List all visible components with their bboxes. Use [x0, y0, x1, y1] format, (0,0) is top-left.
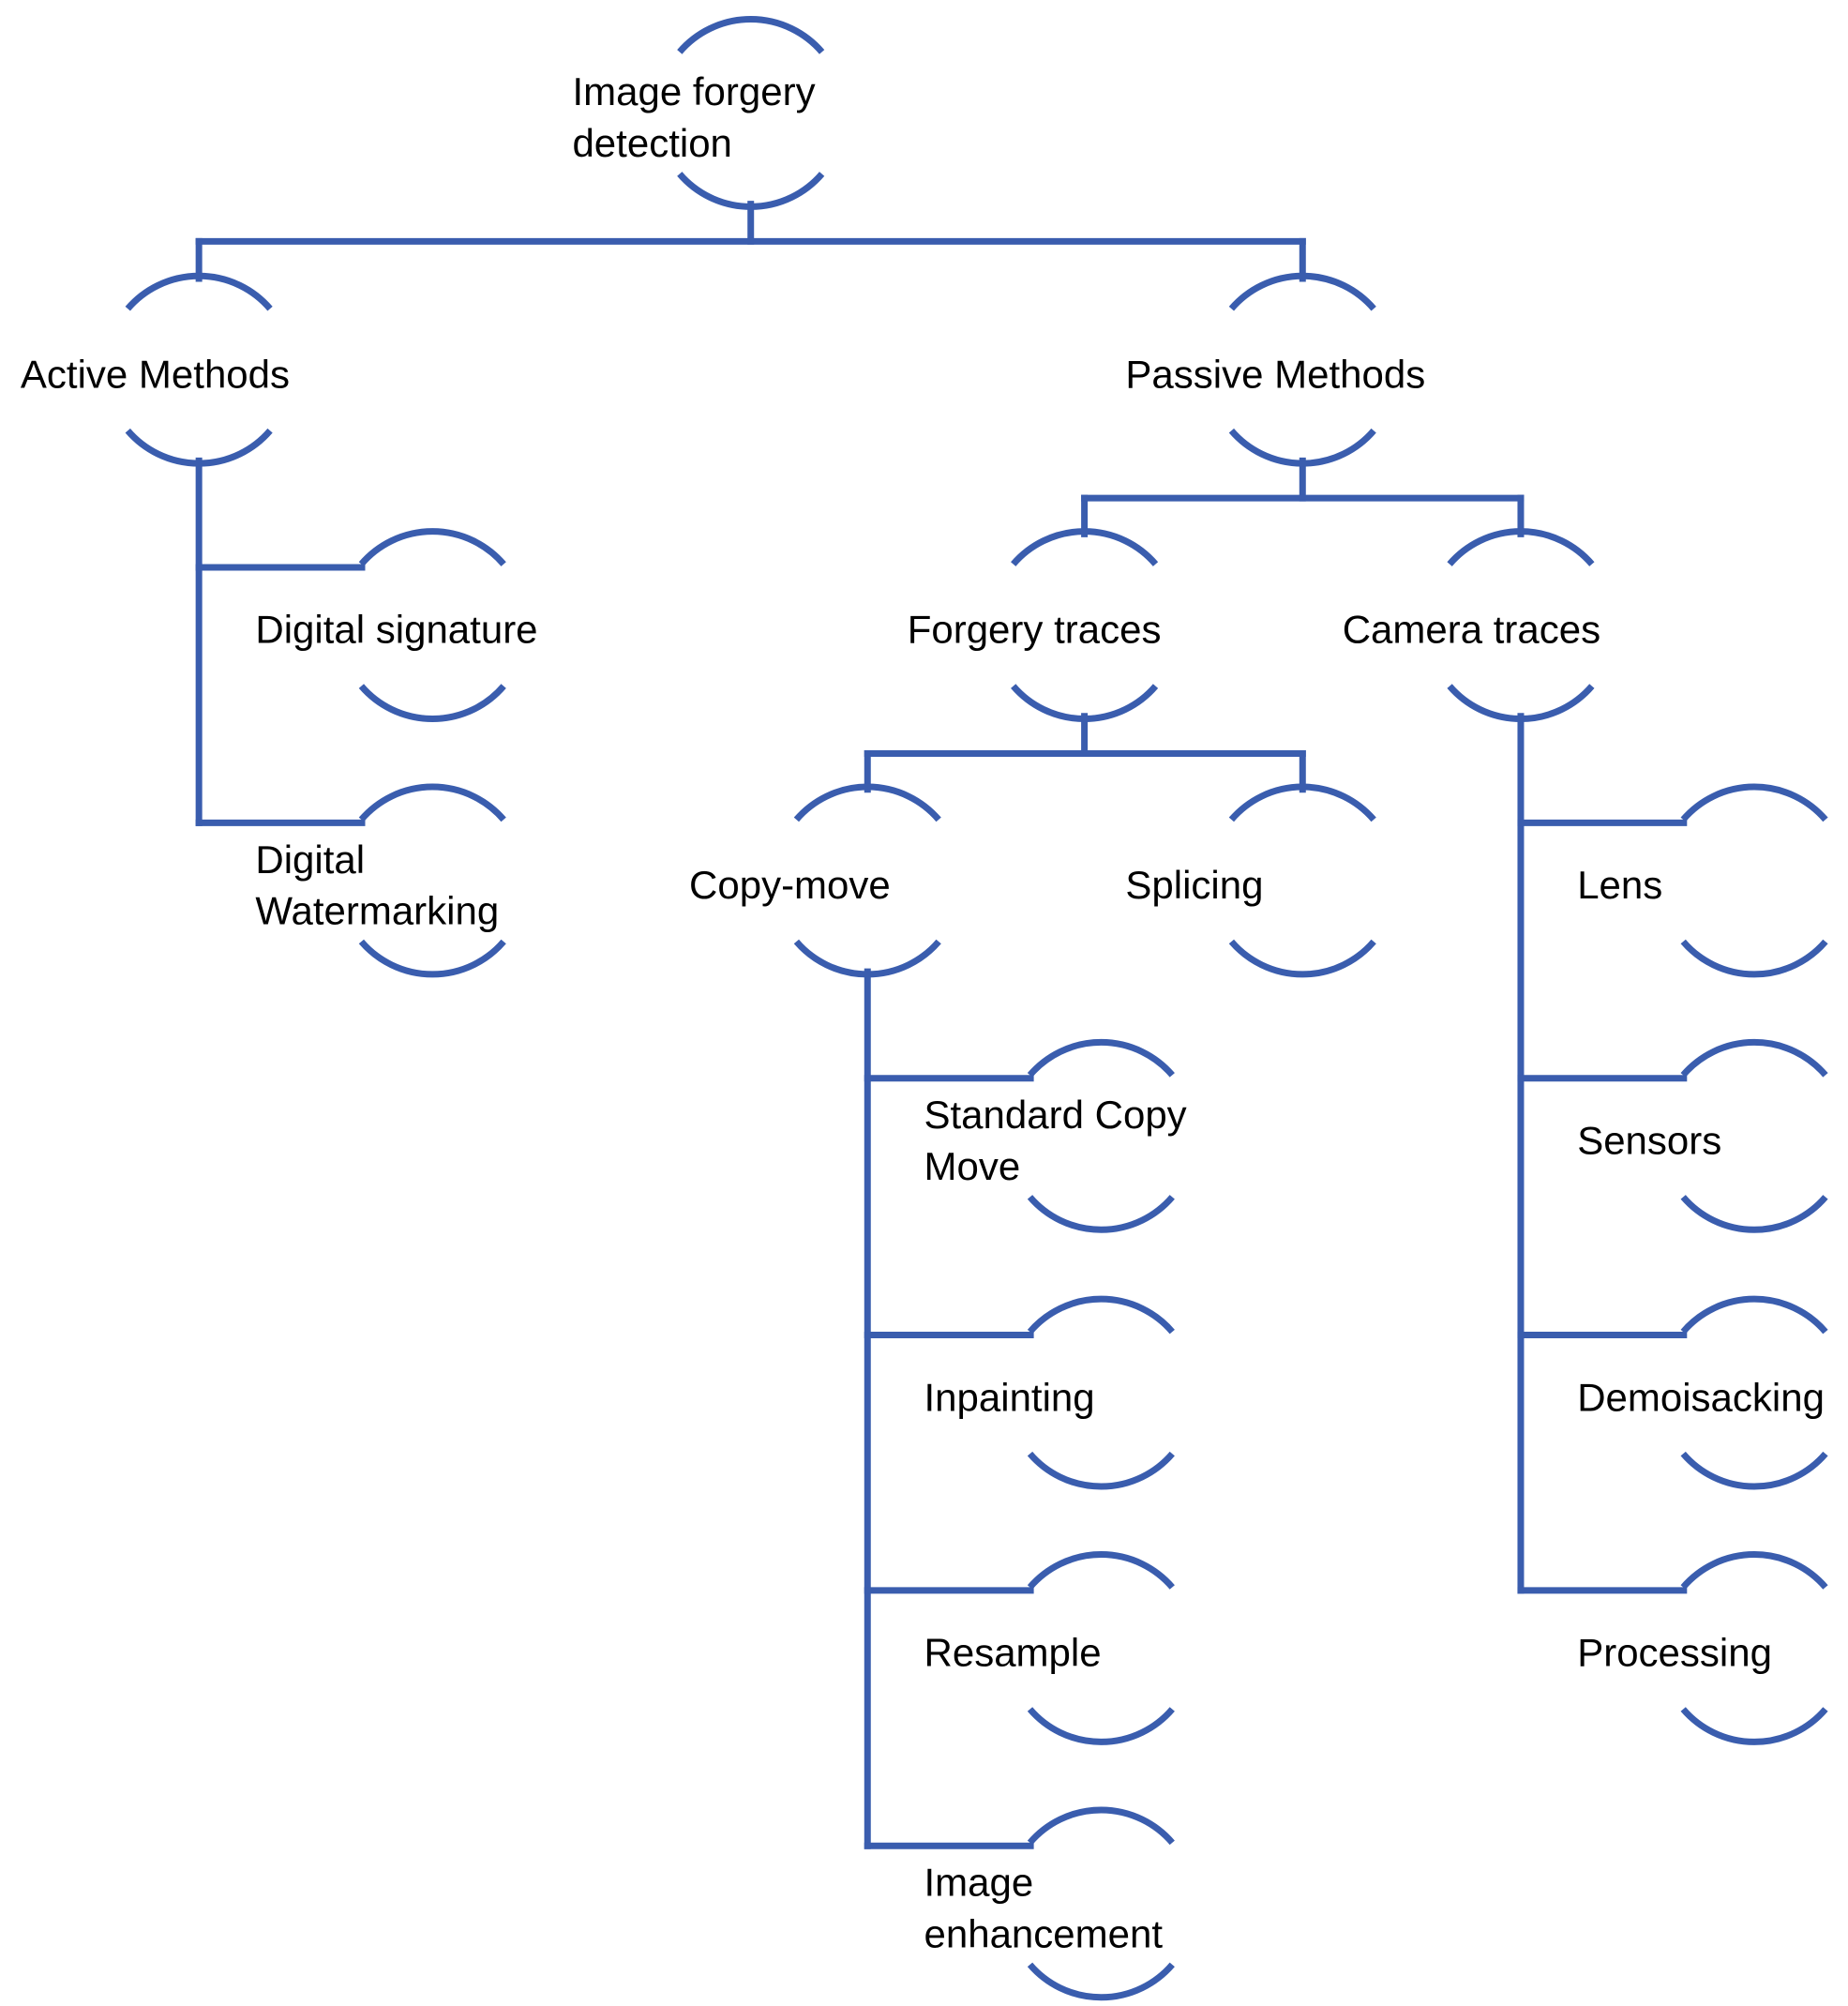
node-label: Forgery traces — [908, 608, 1162, 652]
node-top-arc — [1027, 1295, 1175, 1335]
node-digital-signature: Digital signature — [255, 528, 538, 722]
node-bottom-arc — [1680, 1707, 1828, 1745]
node-resample: Resample — [924, 1551, 1175, 1745]
node-top-arc — [358, 528, 506, 566]
node-bottom-arc — [1027, 1707, 1175, 1745]
node-label: Image — [924, 1861, 1034, 1905]
node-bottom-arc — [677, 172, 825, 210]
node-bottom-arc — [1027, 1962, 1175, 2001]
node-demoisacking: Demoisacking — [1577, 1295, 1828, 1490]
node-bottom-arc — [1447, 684, 1595, 722]
node-bottom-arc — [1680, 939, 1828, 978]
node-label: Digital — [255, 837, 365, 882]
node-top-arc — [1680, 1295, 1828, 1335]
connector-passive — [1081, 457, 1525, 537]
node-label: Move — [924, 1144, 1021, 1188]
node-label: Image forgery — [572, 69, 815, 113]
node-forgery-traces: Forgery traces — [908, 528, 1162, 722]
node-camera-traces: Camera traces — [1343, 528, 1600, 722]
node-label: Digital signature — [255, 608, 537, 652]
node-label: Inpainting — [924, 1375, 1095, 1419]
node-top-arc — [1027, 1039, 1175, 1078]
node-label: Camera traces — [1343, 608, 1600, 652]
node-label: detection — [572, 121, 731, 165]
connector-forgery-traces — [864, 713, 1306, 793]
connector-camera-traces — [1517, 713, 1688, 1594]
node-bottom-arc — [1680, 1195, 1828, 1233]
node-top-arc — [1027, 1551, 1175, 1590]
node-label: Resample — [924, 1631, 1102, 1675]
connector-active — [195, 457, 366, 826]
node-image-enhancement: Image enhancement — [924, 1806, 1175, 2001]
node-label: Watermarking — [255, 889, 499, 933]
connector-copy-move — [864, 968, 1034, 1849]
node-top-arc — [1680, 783, 1828, 822]
node-bottom-arc — [793, 939, 941, 978]
node-root: Image forgery detection — [572, 16, 825, 210]
node-label: Splicing — [1125, 863, 1263, 907]
node-label: Copy-move — [689, 863, 891, 907]
node-top-arc — [1228, 783, 1376, 822]
node-bottom-arc — [1680, 1451, 1828, 1490]
node-top-arc — [358, 783, 506, 822]
node-label: Sensors — [1577, 1119, 1721, 1163]
node-lens: Lens — [1577, 783, 1828, 978]
node-top-arc — [1027, 1806, 1175, 1846]
node-label: Lens — [1577, 863, 1662, 907]
node-label: enhancement — [924, 1911, 1164, 1955]
node-active: Active Methods — [21, 272, 290, 467]
node-top-arc — [125, 272, 273, 311]
node-label: Passive Methods — [1125, 352, 1425, 396]
connectors — [195, 201, 1688, 1849]
node-bottom-arc — [358, 939, 506, 978]
node-bottom-arc — [358, 684, 506, 722]
node-label: Processing — [1577, 1631, 1772, 1675]
node-top-arc — [677, 16, 825, 54]
node-bottom-arc — [125, 428, 273, 467]
node-copy-move: Copy-move — [689, 783, 941, 978]
node-top-arc — [1447, 528, 1595, 566]
node-top-arc — [1680, 1039, 1828, 1078]
node-bottom-arc — [1011, 684, 1159, 722]
node-label: Demoisacking — [1577, 1375, 1825, 1419]
node-top-arc — [1680, 1551, 1828, 1590]
node-inpainting: Inpainting — [924, 1295, 1175, 1490]
node-label: Active Methods — [21, 352, 290, 396]
node-bottom-arc — [1228, 428, 1376, 467]
node-splicing: Splicing — [1125, 783, 1376, 978]
node-top-arc — [1011, 528, 1159, 566]
connector-root — [195, 201, 1306, 282]
node-passive: Passive Methods — [1125, 272, 1425, 467]
node-bottom-arc — [1027, 1451, 1175, 1490]
node-sensors: Sensors — [1577, 1039, 1828, 1233]
node-bottom-arc — [1228, 939, 1376, 978]
node-top-arc — [793, 783, 941, 822]
node-processing: Processing — [1577, 1551, 1828, 1745]
node-top-arc — [1228, 272, 1376, 311]
node-label: Standard Copy — [924, 1093, 1187, 1137]
node-bottom-arc — [1027, 1195, 1175, 1233]
